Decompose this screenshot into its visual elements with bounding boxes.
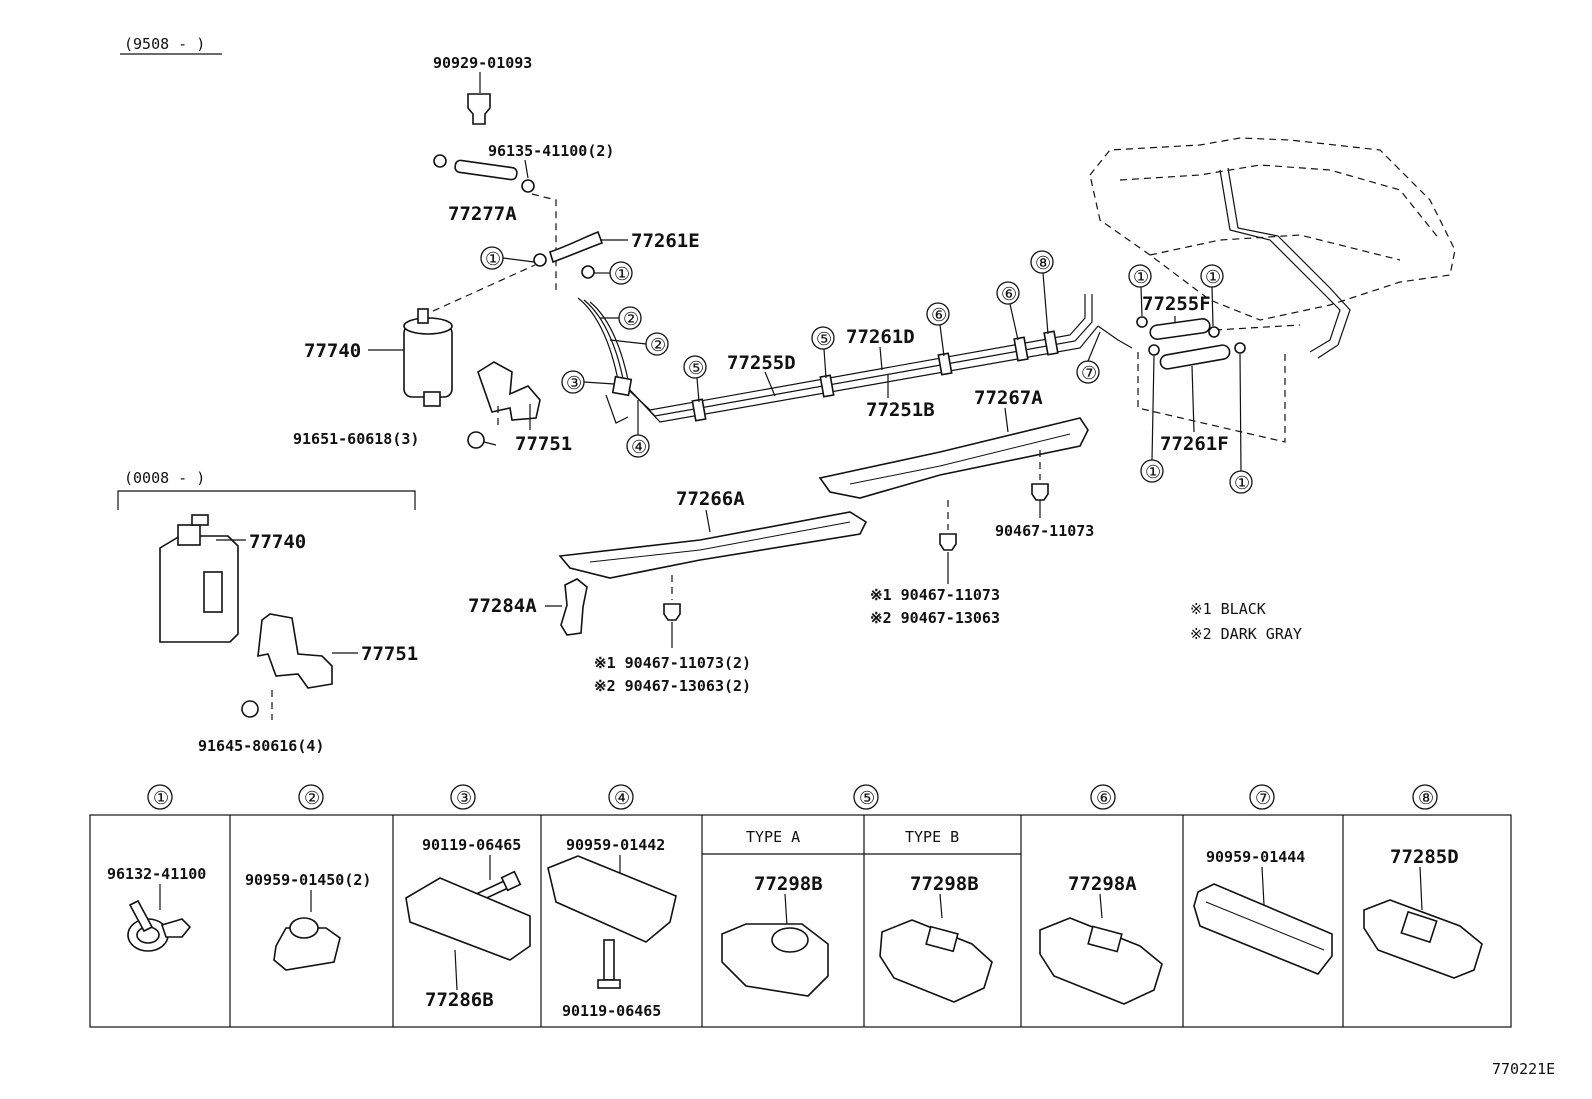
protector-77266a <box>558 511 868 579</box>
table-col-4: ④ <box>614 788 630 809</box>
table-col-5: ⑤ <box>859 788 875 809</box>
part-91651-60618: 91651-60618(3) <box>293 430 419 448</box>
fuel-lines <box>577 294 1133 424</box>
cell1-part: 96132-41100 <box>107 865 206 883</box>
note-1a: ※1 90467-11073(2) <box>594 654 751 672</box>
table-col-1: ① <box>153 788 169 809</box>
hose-77277a <box>454 159 518 181</box>
callout-2: ② <box>650 335 666 356</box>
range-label-9508: (9508 - ) <box>124 35 205 53</box>
cell3-part-a: 90119-06465 <box>422 836 521 854</box>
callout-7: ⑦ <box>1081 363 1097 384</box>
part-90929-01093: 90929-01093 <box>433 54 532 72</box>
cell2-part: 90959-01450(2) <box>245 871 371 889</box>
part-77261e: 77261E <box>631 230 700 252</box>
clip-table <box>89 814 1512 1028</box>
part-77751-upper: 77751 <box>515 433 572 455</box>
clip-90959-01442 <box>547 855 677 943</box>
part-77255f: 77255F <box>1142 293 1211 315</box>
bolt-91651 <box>467 431 485 449</box>
part-77267a: 77267A <box>974 387 1043 409</box>
callout-1: ① <box>1234 473 1250 494</box>
bracket-77284a <box>560 578 588 636</box>
callout-4: ④ <box>631 437 647 458</box>
charcoal-canister-upper <box>403 308 453 407</box>
cell6-part: 77298A <box>1068 873 1137 895</box>
table-col-8: ⑧ <box>1418 788 1434 809</box>
protector-77267a <box>818 417 1089 499</box>
callout-6: ⑥ <box>931 305 947 326</box>
callout-1: ① <box>485 249 501 270</box>
callout-1: ① <box>1205 267 1221 288</box>
cell5b-part: 77298B <box>910 873 979 895</box>
bolt-91645 <box>241 700 259 718</box>
legend-black: ※1 BLACK <box>1190 600 1266 618</box>
part-77251b: 77251B <box>866 399 935 421</box>
part-77261f: 77261F <box>1160 433 1229 455</box>
type-a-label: TYPE A <box>746 828 800 846</box>
bracket-77751-upper <box>477 361 541 421</box>
part-77740-lower: 77740 <box>249 531 306 553</box>
callout-5: ⑤ <box>688 358 704 379</box>
part-77255d: 77255D <box>727 352 796 374</box>
note-2b: ※2 90467-13063 <box>870 609 1000 627</box>
valve-cap <box>467 93 491 125</box>
part-77277a: 77277A <box>448 203 517 225</box>
type-b-label: TYPE B <box>905 828 959 846</box>
callout-6: ⑥ <box>1001 284 1017 305</box>
callout-8: ⑧ <box>1035 253 1051 274</box>
cell5a-part: 77298B <box>754 873 823 895</box>
callout-1: ① <box>614 264 630 285</box>
cell8-part: 77285D <box>1390 846 1459 868</box>
part-91645-80616: 91645-80616(4) <box>198 737 324 755</box>
hose-clamp <box>521 179 535 193</box>
hose-77261f <box>1159 344 1231 370</box>
table-col-7: ⑦ <box>1255 788 1271 809</box>
hose-clamp <box>433 154 447 168</box>
part-77751-lower: 77751 <box>361 643 418 665</box>
table-col-2: ② <box>304 788 320 809</box>
table-col-3: ③ <box>456 788 472 809</box>
callout-3: ③ <box>566 373 582 394</box>
cell3-part-b: 77286B <box>425 989 494 1011</box>
legend-dark-gray: ※2 DARK GRAY <box>1190 625 1302 643</box>
diagram-id: 770221E <box>1492 1060 1555 1078</box>
charcoal-canister-lower <box>159 514 239 643</box>
callout-1: ① <box>1133 267 1149 288</box>
note-1b: ※1 90467-11073 <box>870 586 1000 604</box>
hose-77261e <box>549 230 604 264</box>
cell7-part: 90959-01444 <box>1206 848 1305 866</box>
part-77740-upper: 77740 <box>304 340 361 362</box>
hose-77255f <box>1149 317 1211 341</box>
part-96135-41100: 96135-41100(2) <box>488 142 614 160</box>
range-label-0008: (0008 - ) <box>124 469 205 487</box>
part-77284a: 77284A <box>468 595 537 617</box>
cell4-part-b: 90119-06465 <box>562 1002 661 1020</box>
part-90467-11073: 90467-11073 <box>995 522 1094 540</box>
clip-90959-01444 <box>1193 883 1333 975</box>
table-col-6: ⑥ <box>1096 788 1112 809</box>
part-77266a: 77266A <box>676 488 745 510</box>
callout-5: ⑤ <box>816 329 832 350</box>
bolt-90119-b <box>603 939 615 981</box>
callout-2: ② <box>623 309 639 330</box>
part-77261d: 77261D <box>846 326 915 348</box>
cell4-part-a: 90959-01442 <box>566 836 665 854</box>
fuel-tank <box>1089 137 1456 359</box>
bracket-77751-lower <box>257 613 333 689</box>
block-77286b <box>405 877 531 961</box>
callout-1: ① <box>1145 462 1161 483</box>
clamp-96132 <box>127 899 192 952</box>
note-2a: ※2 90467-13063(2) <box>594 677 751 695</box>
clip-90467 <box>1031 483 1049 501</box>
